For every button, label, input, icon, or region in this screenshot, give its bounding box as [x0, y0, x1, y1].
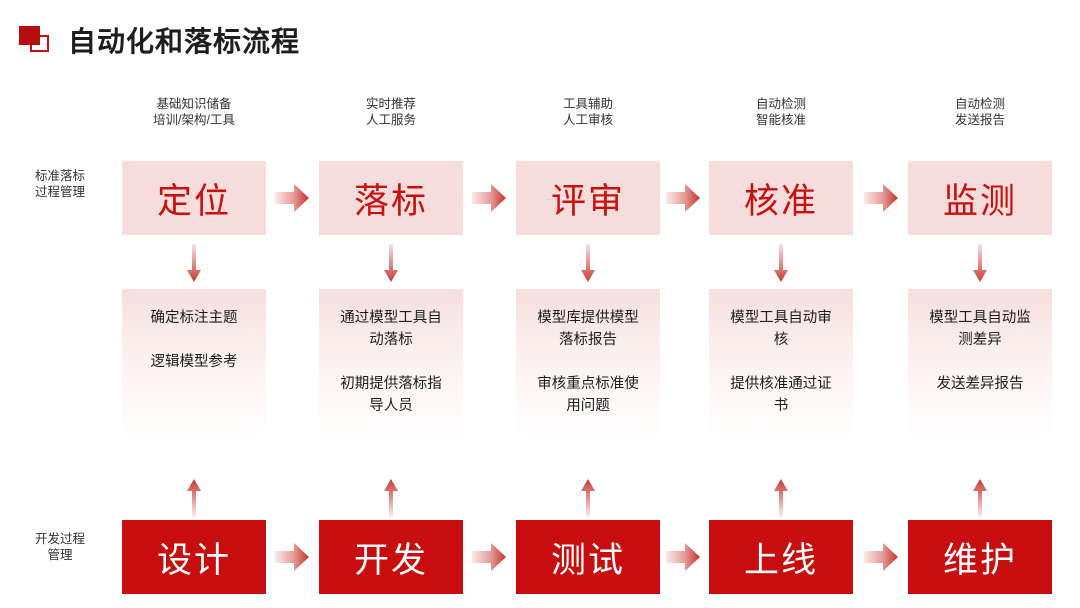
- stage-top-1[interactable]: 定位: [122, 161, 266, 235]
- content-para-3-2: 审核重点标准使用问题: [537, 376, 639, 414]
- stage-bottom-1[interactable]: 设计: [122, 520, 266, 594]
- page-header: 自动化和落标流程: [18, 20, 300, 60]
- arrow-right-bottom-4: [864, 543, 898, 571]
- content-para-4-2: 提供核准通过证书: [730, 376, 832, 414]
- stage-top-5[interactable]: 监测: [908, 161, 1052, 235]
- content-para-2-2: 初期提供落标指导人员: [340, 376, 442, 414]
- page-title: 自动化和落标流程: [68, 26, 301, 57]
- content-box-5: 模型工具自动监测差异 发送差异报告: [908, 289, 1052, 467]
- stage-bottom-3[interactable]: 测试: [516, 520, 660, 594]
- arrow-up-5: [973, 477, 987, 517]
- content-para-1-1: 确定标注主题: [150, 310, 238, 326]
- arrow-right-top-3: [666, 184, 700, 212]
- stage-top-2[interactable]: 落标: [319, 161, 463, 235]
- arrow-up-4: [774, 477, 788, 517]
- column-caption-2: 实时推荐 人工服务: [365, 97, 416, 127]
- arrow-down-3: [581, 244, 595, 284]
- arrow-down-5: [973, 244, 987, 284]
- stage-bottom-4[interactable]: 上线: [709, 520, 853, 594]
- content-box-1: 确定标注主题 逻辑模型参考: [122, 289, 266, 467]
- content-para-5-2: 发送差异报告: [936, 376, 1024, 392]
- column-caption-1: 基础知识储备 培训/架构/工具: [153, 97, 235, 127]
- row-label-standard-process: 标准落标 过程管理: [34, 169, 85, 199]
- content-para-2-1: 通过模型工具自动落标: [340, 310, 442, 348]
- arrow-right-bottom-3: [666, 543, 700, 571]
- content-box-2: 通过模型工具自动落标 初期提供落标指导人员: [319, 289, 463, 467]
- content-box-4: 模型工具自动审核 提供核准通过证书: [709, 289, 853, 467]
- column-caption-5: 自动检测 发送报告: [954, 97, 1005, 127]
- arrow-right-top-1: [275, 184, 309, 212]
- arrow-right-top-2: [472, 184, 506, 212]
- row-label-dev-process: 开发过程 管理: [34, 532, 85, 562]
- column-caption-3: 工具辅助 人工审核: [562, 97, 613, 127]
- content-para-4-1: 模型工具自动审核: [730, 310, 832, 348]
- arrow-up-1: [187, 477, 201, 517]
- arrow-down-4: [774, 244, 788, 284]
- arrow-up-3: [581, 477, 595, 517]
- arrow-right-bottom-1: [275, 543, 309, 571]
- content-para-1-2: 逻辑模型参考: [150, 354, 238, 370]
- arrow-down-1: [187, 244, 201, 284]
- stage-bottom-2[interactable]: 开发: [319, 520, 463, 594]
- stage-top-4[interactable]: 核准: [709, 161, 853, 235]
- content-box-3: 模型库提供模型落标报告 审核重点标准使用问题: [516, 289, 660, 467]
- stage-top-3[interactable]: 评审: [516, 161, 660, 235]
- arrow-down-2: [384, 244, 398, 284]
- content-para-3-1: 模型库提供模型落标报告: [537, 310, 639, 348]
- content-para-5-1: 模型工具自动监测差异: [929, 310, 1031, 348]
- stage-bottom-5[interactable]: 维护: [908, 520, 1052, 594]
- arrow-up-2: [384, 477, 398, 517]
- process-flow-diagram: 标准落标 过程管理 开发过程 管理 基础知识储备 培训/架构/工具 定位 确定标…: [0, 92, 1080, 608]
- double-square-icon: [18, 25, 52, 55]
- arrow-right-bottom-2: [472, 543, 506, 571]
- arrow-right-top-4: [864, 184, 898, 212]
- column-caption-4: 自动检测 智能核准: [755, 97, 806, 127]
